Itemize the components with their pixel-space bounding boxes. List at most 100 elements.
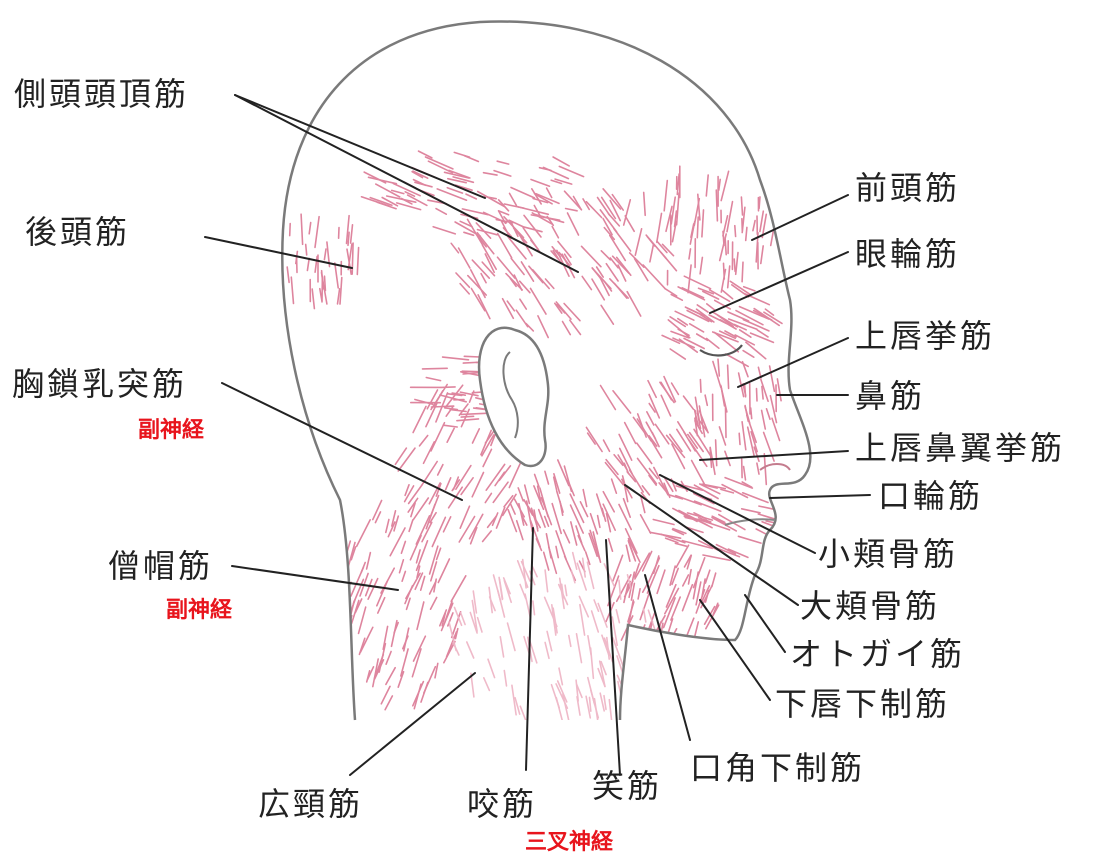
muscle-fiber-stroke [622, 693, 627, 707]
muscle-fiber-stroke [381, 686, 390, 703]
muscle-fiber-stroke [694, 558, 705, 588]
muscle-fiber-stroke [431, 406, 453, 407]
muscle-fiber-stroke [315, 217, 319, 248]
muscle-fiber-stroke [707, 339, 719, 349]
muscle-fiber-stroke [400, 560, 404, 573]
muscle-fiber-stroke [700, 380, 701, 393]
muscle-fiber-stroke [753, 221, 755, 231]
muscle-fiber-stroke [361, 627, 373, 652]
nerve-label-trapezius: 副神経 [166, 600, 232, 622]
muscle-fiber-stroke [368, 579, 378, 600]
muscle-fiber-stroke [743, 351, 754, 358]
muscle-fiber-stroke [657, 213, 662, 242]
muscle-fiber-stroke [545, 517, 549, 527]
muscle-fiber-stroke [744, 287, 755, 291]
muscle-fiber-stroke [556, 698, 564, 729]
muscle-fiber-stroke [650, 532, 681, 538]
muscle-fiber-stroke [638, 458, 657, 483]
muscle-fiber-stroke [312, 289, 314, 309]
muscle-fiber-stroke [658, 647, 661, 660]
muscle-fiber-stroke [764, 454, 766, 485]
muscle-fiber-stroke [650, 244, 654, 262]
muscle-fiber-stroke [700, 257, 702, 273]
muscle-fiber-stroke [606, 460, 618, 475]
muscle-fiber-stroke [557, 491, 563, 512]
muscle-fiber-stroke [433, 227, 455, 234]
muscle-fiber-stroke [670, 349, 685, 359]
muscle-fiber-stroke [385, 696, 392, 710]
muscle-fiber-stroke [340, 558, 347, 578]
muscle-fiber-stroke [468, 219, 483, 245]
muscle-fiber-stroke [472, 473, 483, 497]
muscle-fiber-stroke [446, 478, 451, 490]
muscle-fiber-stroke [594, 600, 598, 611]
muscle-fiber-stroke [511, 188, 534, 198]
muscle-fiber-stroke [657, 570, 665, 593]
muscle-fiber-stroke [613, 638, 624, 668]
muscle-fiber-stroke [625, 423, 636, 444]
muscle-fiber-stroke [707, 304, 716, 311]
muscle-fiber-stroke [531, 215, 559, 220]
label-depressor-anguli-oris: 口角下制筋 [690, 752, 865, 784]
muscle-fiber-stroke [270, 241, 275, 272]
muscle-fiber-stroke [639, 663, 646, 693]
muscle-fiber-stroke [577, 634, 582, 663]
muscle-fiber-stroke [361, 563, 365, 573]
muscle-fiber-stroke [351, 225, 353, 243]
muscle-fiber-stroke [635, 259, 648, 281]
muscle-fiber-stroke [612, 479, 617, 493]
muscle-fiber-stroke [274, 254, 277, 276]
muscle-fiber-stroke [738, 536, 761, 543]
muscle-fiber-stroke [559, 166, 583, 176]
muscle-fiber-stroke [504, 581, 511, 603]
muscle-fiber-stroke [739, 433, 740, 444]
muscle-fiber-stroke [447, 428, 454, 442]
muscle-fiber-stroke [509, 460, 522, 488]
muscle-fiber-stroke [590, 697, 591, 711]
muscle-fiber-stroke [744, 467, 746, 480]
muscle-fiber-stroke [653, 520, 674, 525]
muscle-fiber-stroke [546, 279, 554, 288]
muscle-fiber-stroke [590, 530, 599, 559]
label-levator-labii: 上唇挙筋 [855, 320, 995, 352]
muscle-fiber-stroke [272, 258, 276, 282]
label-occipitalis: 後頭筋 [25, 216, 130, 248]
muscle-fiber-stroke [563, 322, 571, 335]
muscle-fiber-stroke [470, 514, 483, 538]
muscle-fiber-stroke [436, 209, 446, 215]
muscle-fiber-stroke [424, 442, 435, 464]
muscle-fiber-stroke [724, 263, 725, 279]
muscle-fiber-stroke [588, 636, 591, 655]
leader-sternocleidomastoid [222, 383, 462, 500]
muscle-fiber-stroke [277, 257, 280, 273]
muscle-fiber-stroke [545, 570, 548, 592]
muscle-fiber-stroke [706, 175, 708, 196]
muscle-fiber-stroke [556, 546, 558, 557]
muscle-fiber-stroke [348, 232, 349, 245]
muscle-fiber-stroke [478, 192, 505, 207]
muscle-fiber-stroke [499, 466, 510, 481]
muscle-fiber-stroke [670, 434, 682, 451]
muscle-fiber-stroke [511, 258, 524, 274]
muscle-fiber-stroke [736, 253, 738, 275]
muscle-fiber-stroke [762, 522, 790, 533]
muscle-fiber-stroke [689, 570, 692, 584]
muscle-fiber-stroke [655, 424, 668, 444]
label-sternocleidomastoid: 胸鎖乳突筋 [12, 368, 187, 400]
muscle-fiber-stroke [287, 267, 289, 282]
muscle-fiber-stroke [697, 334, 708, 340]
muscle-fiber-stroke [582, 246, 601, 266]
muscle-fiber-stroke [609, 539, 613, 552]
muscle-fiber-stroke [566, 209, 578, 211]
muscle-fiber-stroke [676, 496, 701, 505]
muscle-fiber-stroke [483, 531, 492, 542]
muscle-fiber-stroke [697, 217, 698, 238]
muscle-fiber-stroke [588, 678, 595, 704]
muscle-fiber-stroke [770, 366, 775, 391]
muscle-fiber-stroke [726, 354, 748, 366]
eye-detail [700, 345, 742, 355]
muscle-fiber-stroke [638, 589, 640, 599]
label-mentalis: オトガイ筋 [790, 638, 965, 670]
muscle-fiber-stroke [484, 678, 490, 691]
muscle-fiber-stroke [661, 395, 670, 416]
